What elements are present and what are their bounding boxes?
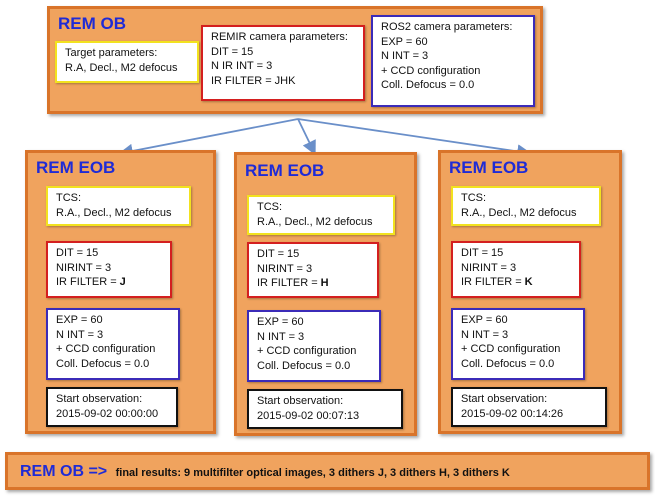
ccd-nint: N INT = 3 xyxy=(461,328,509,341)
tcs-values: R.A., Decl., M2 defocus xyxy=(257,215,373,228)
target-parameters-heading: Target parameters: xyxy=(65,47,158,59)
ccd-config: + CCD configuration xyxy=(56,343,156,355)
start-time: 2015-09-02 00:07:13 xyxy=(257,409,360,422)
arrow-to-eob-3 xyxy=(297,118,532,159)
ccd-defocus: Coll. Defocus = 0.0 xyxy=(257,359,351,372)
arrow-to-eob-1 xyxy=(118,118,299,159)
ir-filter: IR FILTER = H xyxy=(257,276,369,291)
ccd-nint: N INT = 3 xyxy=(56,328,104,341)
ccd-nint: N INT = 3 xyxy=(257,330,305,343)
start-observation-box: Start observation: 2015-09-02 00:14:26 xyxy=(451,387,607,427)
tcs-box: TCS: R.A., Decl., M2 defocus xyxy=(247,195,395,235)
remir-camera-box: REMIR camera parameters: DIT = 15 N IR I… xyxy=(201,25,365,101)
ccd-exp: EXP = 60 xyxy=(461,314,508,326)
eob-title: REM EOB xyxy=(449,158,529,177)
ir-filter-label: IR FILTER = xyxy=(56,276,120,288)
target-parameters-box: Target parameters: R.A, Decl., M2 defocu… xyxy=(55,41,199,83)
ros2-heading: ROS2 camera parameters: xyxy=(381,21,513,33)
ccd-box: EXP = 60 N INT = 3 + CCD configuration C… xyxy=(247,310,381,382)
start-observation-box: Start observation: 2015-09-02 00:07:13 xyxy=(247,389,403,429)
ccd-exp: EXP = 60 xyxy=(56,314,103,326)
eob-panel-2: REM EOB TCS: R.A., Decl., M2 defocus DIT… xyxy=(234,152,417,436)
eob-panel-1: REM EOB TCS: R.A., Decl., M2 defocus DIT… xyxy=(25,150,216,434)
ir-nint: NIRINT = 3 xyxy=(257,262,313,275)
rem-ob-panel: REM OB Target parameters: R.A, Decl., M2… xyxy=(47,6,543,114)
eob-panel-3: REM EOB TCS: R.A., Decl., M2 defocus DIT… xyxy=(438,150,622,434)
start-heading: Start observation: xyxy=(257,395,344,407)
target-parameters-values: R.A, Decl., M2 defocus xyxy=(65,61,178,74)
eob-title: REM EOB xyxy=(36,158,116,177)
ir-box: DIT = 15 NIRINT = 3 IR FILTER = J xyxy=(46,241,172,298)
final-results-text: final results: 9 multifilter optical ima… xyxy=(115,467,510,479)
tcs-heading: TCS: xyxy=(461,192,487,204)
final-results-row: REM OB => final results: 9 multifilter o… xyxy=(20,463,510,481)
ir-filter-value: K xyxy=(524,276,533,288)
ccd-config: + CCD configuration xyxy=(257,345,357,357)
ir-box: DIT = 15 NIRINT = 3 IR FILTER = H xyxy=(247,242,379,298)
tcs-values: R.A., Decl., M2 defocus xyxy=(461,206,577,219)
ros2-ccd: + CCD configuration xyxy=(381,64,481,77)
remir-heading: REMIR camera parameters: xyxy=(211,31,348,43)
ir-filter: IR FILTER = J xyxy=(56,275,162,290)
ccd-exp: EXP = 60 xyxy=(257,316,304,328)
start-heading: Start observation: xyxy=(56,393,143,405)
ccd-defocus: Coll. Defocus = 0.0 xyxy=(56,357,150,370)
tcs-box: TCS: R.A., Decl., M2 defocus xyxy=(46,186,191,226)
ccd-config: + CCD configuration xyxy=(461,343,561,355)
tcs-heading: TCS: xyxy=(257,201,283,213)
ir-filter-label: IR FILTER = xyxy=(257,277,321,289)
tcs-values: R.A., Decl., M2 defocus xyxy=(56,206,172,219)
ir-nint: NIRINT = 3 xyxy=(461,261,517,274)
ir-dit: DIT = 15 xyxy=(257,248,300,260)
rem-ob-title: REM OB xyxy=(58,14,126,33)
ros2-defocus: Coll. Defocus = 0.0 xyxy=(381,79,475,91)
final-results-banner: REM OB => final results: 9 multifilter o… xyxy=(5,452,650,490)
start-heading: Start observation: xyxy=(461,393,548,405)
remir-dit: DIT = 15 xyxy=(211,45,254,58)
tcs-box: TCS: R.A., Decl., M2 defocus xyxy=(451,186,601,226)
ir-filter-value: H xyxy=(320,277,329,289)
ros2-nint: N INT = 3 xyxy=(381,50,429,62)
start-observation-box: Start observation: 2015-09-02 00:00:00 xyxy=(46,387,178,427)
start-time: 2015-09-02 00:14:26 xyxy=(461,407,564,420)
ir-nint: NIRINT = 3 xyxy=(56,261,112,274)
ccd-box: EXP = 60 N INT = 3 + CCD configuration C… xyxy=(451,308,585,380)
final-results-title: REM OB => xyxy=(20,463,108,480)
ir-dit: DIT = 15 xyxy=(461,247,504,259)
ir-filter-label: IR FILTER = xyxy=(461,276,525,288)
remir-filter: IR FILTER = JHK xyxy=(211,74,296,87)
tcs-heading: TCS: xyxy=(56,192,82,204)
ir-filter: IR FILTER = K xyxy=(461,275,571,290)
ccd-defocus: Coll. Defocus = 0.0 xyxy=(461,357,555,370)
ros2-exp: EXP = 60 xyxy=(381,35,428,48)
ccd-box: EXP = 60 N INT = 3 + CCD configuration C… xyxy=(46,308,180,380)
ir-box: DIT = 15 NIRINT = 3 IR FILTER = K xyxy=(451,241,581,298)
remir-nint: N IR INT = 3 xyxy=(211,60,273,72)
arrow-to-eob-2 xyxy=(297,118,316,156)
eob-title: REM EOB xyxy=(245,161,325,180)
start-time: 2015-09-02 00:00:00 xyxy=(56,407,159,420)
ros2-camera-box: ROS2 camera parameters: EXP = 60 N INT =… xyxy=(371,15,535,107)
ir-dit: DIT = 15 xyxy=(56,247,99,259)
ir-filter-value: J xyxy=(119,276,126,288)
